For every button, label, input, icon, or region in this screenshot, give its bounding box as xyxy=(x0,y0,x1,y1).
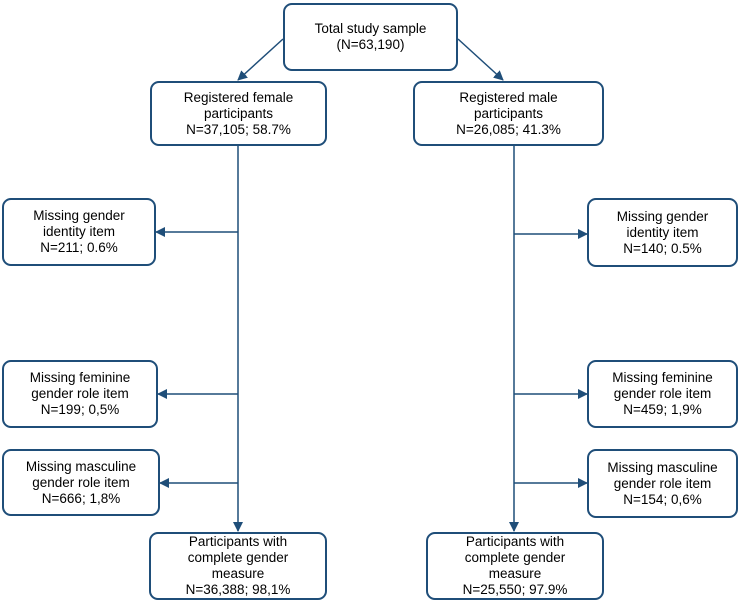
box-line: N=154; 0,6% xyxy=(623,491,702,507)
box-line: Missing gender xyxy=(33,208,125,223)
female-missing-feminine-box: Missing feminine gender role item N=199;… xyxy=(2,360,158,428)
box-line: N=36,388; 98,1% xyxy=(185,582,291,597)
box-line: N=211; 0.6% xyxy=(40,240,118,255)
box-line: identity item xyxy=(42,224,116,239)
box-line: gender role item xyxy=(613,475,712,491)
box-line: gender role item xyxy=(31,386,129,401)
female-participants-box: Registered female participants N=37,105;… xyxy=(150,81,327,146)
box-line: participants xyxy=(203,105,274,121)
box-line: Missing feminine xyxy=(612,370,713,385)
box-line: Missing masculine xyxy=(607,459,718,475)
box-line: measure xyxy=(488,566,542,581)
male-missing-identity-box: Missing gender identity item N=140; 0.5% xyxy=(587,198,738,267)
arrow-total-to-female xyxy=(237,38,284,81)
box-line: Registered female xyxy=(183,89,294,105)
box-line: Total study sample xyxy=(314,21,427,36)
box-line: N=37,105; 58.7% xyxy=(186,121,291,137)
male-complete-box: Participants with complete gender measur… xyxy=(426,532,604,600)
box-line: gender role item xyxy=(613,386,712,401)
box-line: Participants with xyxy=(465,534,565,549)
box-line: N=140; 0.5% xyxy=(623,240,702,256)
box-line: N=666; 1,8% xyxy=(41,490,121,506)
box-line: Registered male xyxy=(459,89,558,105)
box-line: Missing masculine xyxy=(25,458,137,474)
box-line: N=25,550; 97.9% xyxy=(462,582,568,597)
box-line: complete gender xyxy=(464,550,566,565)
male-participants-box: Registered male participants N=26,085; 4… xyxy=(413,81,604,146)
box-line: Participants with xyxy=(188,534,288,549)
box-line: N=459; 1,9% xyxy=(623,402,702,417)
box-line: Missing feminine xyxy=(29,370,131,385)
box-line: gender role item xyxy=(32,474,130,490)
female-missing-masculine-box: Missing masculine gender role item N=666… xyxy=(2,449,160,516)
box-line: N=26,085; 41.3% xyxy=(456,121,561,137)
box-line: participants xyxy=(473,105,544,121)
box-line: complete gender xyxy=(187,550,289,565)
female-missing-identity-box: Missing gender identity item N=211; 0.6% xyxy=(2,198,156,266)
box-line: measure xyxy=(211,566,265,581)
arrow-total-to-male xyxy=(457,38,504,81)
box-line: N=199; 0,5% xyxy=(40,402,120,417)
female-complete-box: Participants with complete gender measur… xyxy=(149,532,327,600)
total-sample-box: Total study sample (N=63,190) xyxy=(283,3,458,71)
box-line: (N=63,190) xyxy=(336,37,405,52)
box-line: Missing gender xyxy=(616,208,709,224)
box-line: identity item xyxy=(626,224,699,240)
male-missing-masculine-box: Missing masculine gender role item N=154… xyxy=(587,449,738,518)
male-missing-feminine-box: Missing feminine gender role item N=459;… xyxy=(587,360,738,428)
